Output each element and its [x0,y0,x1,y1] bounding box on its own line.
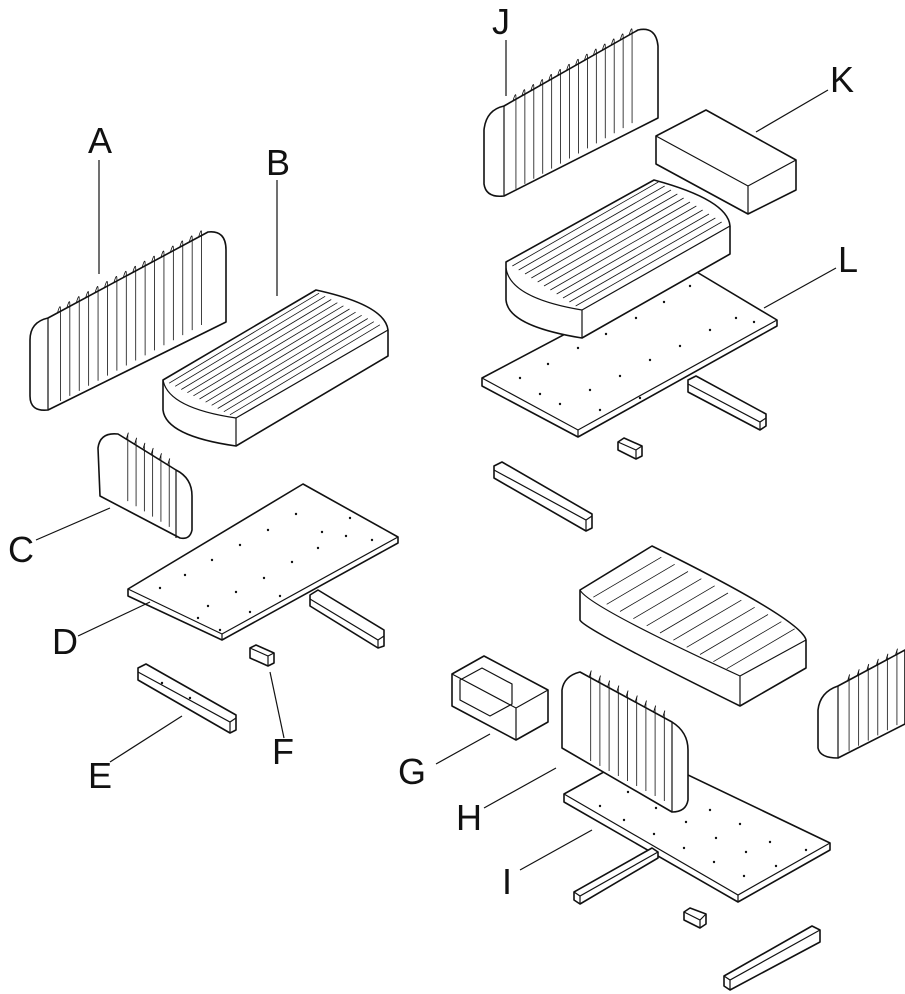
leader-e [109,715,183,763]
label-k: K [830,59,854,100]
leader-i [519,829,593,871]
backrest-j [483,28,659,198]
label-f: F [272,731,294,772]
rail-d [309,589,385,649]
leader-l [763,267,837,309]
block-i [683,907,707,929]
rail-i-left [573,847,659,905]
backrest-a [29,230,227,412]
label-h: H [456,797,482,838]
label-b: B [266,142,290,183]
seat-cushion-top [505,179,731,339]
rail-l-left [493,461,593,532]
seat-cushion-bottom [579,545,807,707]
block-l [617,437,643,460]
armrest-c [97,432,193,540]
rail-i-front [723,925,821,991]
leader-c [35,507,111,541]
rail-l-right [687,375,767,431]
label-i: I [502,861,512,902]
armrest-h [561,670,689,813]
leader-h [483,767,557,809]
leader-g [435,733,491,765]
base-board-i [563,751,831,903]
leader-k [755,89,829,133]
seat-cushion-b [162,289,389,447]
label-a: A [88,120,112,161]
box-frame-g [451,655,549,741]
label-c: C [8,529,34,570]
armrest-right-edge [817,648,905,759]
label-g: G [398,751,426,792]
label-d: D [52,621,78,662]
label-j: J [492,1,510,42]
leader-f [269,671,285,739]
label-l: L [838,239,858,280]
label-e: E [88,755,112,796]
block-k [655,109,797,215]
rail-e [137,663,237,734]
leader-d [77,601,151,637]
base-board-d [127,483,399,641]
block-f [249,644,275,667]
